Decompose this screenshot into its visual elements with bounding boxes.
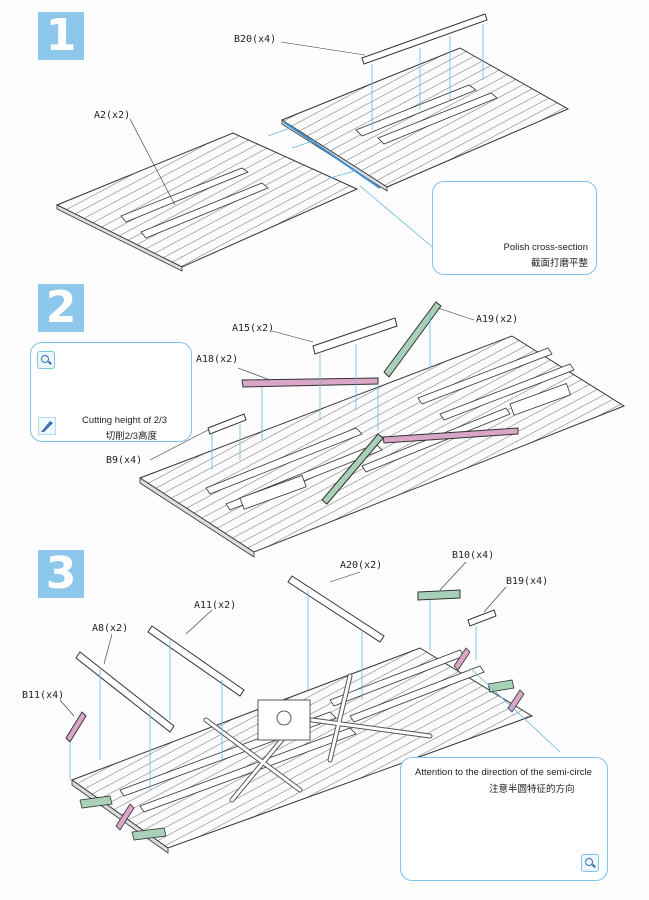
label-a2: A2(x2) <box>94 110 131 121</box>
part-a8 <box>75 651 175 733</box>
step-1-badge: 1 <box>38 12 84 60</box>
deck-panel-left <box>55 132 359 268</box>
zoom-icon <box>37 351 55 369</box>
part-b10 <box>417 589 461 601</box>
label-a19: A19(x2) <box>476 314 519 325</box>
hobby-knife-icon <box>38 417 56 435</box>
part-b19 <box>467 609 497 627</box>
callout-cutting-zh: 切削2/3高度 <box>105 431 157 442</box>
label-a20: A20(x2) <box>340 560 383 571</box>
step-2-badge: 2 <box>38 284 84 332</box>
callout-polish: Polish cross-section 截面打磨平整 <box>432 181 597 275</box>
callout-polish-en: Polish cross-section <box>503 242 588 253</box>
part-a20 <box>287 575 385 643</box>
part-a11 <box>147 625 245 697</box>
label-b10: B10(x4) <box>452 550 495 561</box>
deck-panel-right <box>280 47 570 188</box>
part-b9 <box>207 413 247 435</box>
label-b20: B20(x4) <box>234 34 277 45</box>
part-a15 <box>312 317 398 355</box>
callout-semicircle-en: Attention to the direction of the semi-c… <box>415 767 592 778</box>
part-b20 <box>361 13 488 65</box>
zoom-icon <box>581 854 599 872</box>
part-b11 <box>65 711 87 743</box>
callout-polish-zh: 截面打磨平整 <box>530 258 588 269</box>
hull-base-step2 <box>138 335 626 553</box>
label-b19: B19(x4) <box>506 576 549 587</box>
label-a8: A8(x2) <box>92 623 129 634</box>
part-a18-placed <box>382 427 519 444</box>
step-3-badge: 3 <box>38 550 84 598</box>
part-a19-upper <box>383 301 442 378</box>
label-a18: A18(x2) <box>196 354 239 365</box>
callout-cutting: Cutting height of 2/3 切削2/3高度 <box>30 342 192 442</box>
label-b11: B11(x4) <box>22 690 65 701</box>
callout-semicircle: Attention to the direction of the semi-c… <box>400 757 608 881</box>
label-a11: A11(x2) <box>194 600 237 611</box>
callout-semicircle-zh: 注意半圆特征的方向 <box>489 784 575 795</box>
label-a15: A15(x2) <box>232 323 275 334</box>
label-b9: B9(x4) <box>106 455 143 466</box>
part-a18 <box>241 377 379 388</box>
callout-cutting-en: Cutting height of 2/3 <box>81 415 167 426</box>
